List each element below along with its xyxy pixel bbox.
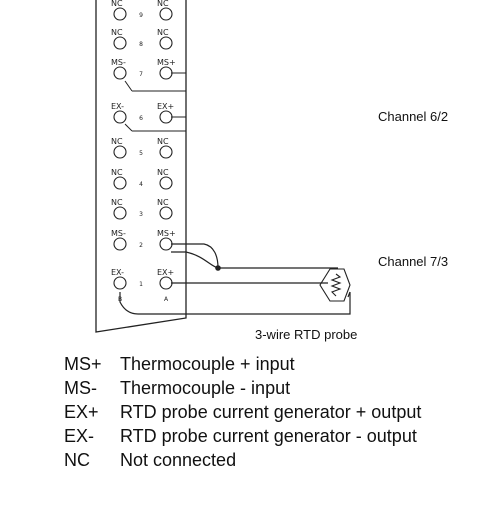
terminal-label: NC: [111, 137, 123, 146]
legend-code: MS-: [64, 377, 97, 398]
legend-description: RTD probe current generator - output: [120, 425, 417, 446]
terminal-left-2: [113, 36, 127, 50]
terminal-right-6: [159, 176, 173, 190]
wiring-diagram: NC9NC8MS-7EX-6NC5NC4NC3MS-2EX-1NCNCMS+EX…: [95, 0, 448, 342]
terminal-left-3: [113, 66, 127, 80]
terminal-label: MS+: [157, 229, 176, 238]
terminal-left-9: [113, 276, 127, 290]
channel-6-2-wiring: [124, 72, 186, 132]
pin-number: 9: [139, 12, 143, 19]
terminal-right-3: [159, 66, 173, 80]
terminal-label: NC: [157, 168, 169, 177]
connector-pins: NC9NC8MS-7EX-6NC5NC4NC3MS-2EX-1NCNCMS+EX…: [111, 0, 176, 303]
terminal-label: NC: [157, 28, 169, 37]
terminal-right-2: [159, 36, 173, 50]
terminal-label: MS-: [111, 229, 126, 238]
terminal-label: NC: [111, 168, 123, 177]
column-label-right: A: [164, 296, 169, 303]
terminal-right-4: [159, 110, 173, 124]
channel-7-3-label: Channel 7/3: [378, 254, 448, 269]
legend-row: MS+ Thermocouple + input: [64, 352, 484, 376]
terminal-right-1: [159, 7, 173, 21]
legend-row: MS- Thermocouple - input: [64, 376, 484, 400]
terminal-left-8: [113, 237, 127, 251]
legend-code: EX+: [64, 401, 99, 422]
terminal-label: EX+: [157, 268, 174, 277]
terminal-right-7: [159, 206, 173, 220]
terminal-right-9: [159, 276, 173, 290]
legend-description: Thermocouple + input: [120, 353, 295, 374]
legend: MS+ Thermocouple + input MS- Thermocoupl…: [64, 352, 484, 472]
connector-outline: [95, 0, 187, 333]
terminal-label: EX-: [111, 268, 124, 277]
pin-number: 4: [139, 181, 143, 188]
terminal-label: EX-: [111, 102, 124, 111]
legend-description: Thermocouple - input: [120, 377, 291, 398]
terminal-label: NC: [157, 0, 169, 8]
terminal-label: NC: [157, 198, 169, 207]
pin-number: 3: [139, 211, 143, 218]
rtd-probe-label: 3-wire RTD probe: [255, 327, 357, 342]
pin-number: 7: [139, 71, 143, 78]
pin-number: 5: [139, 150, 143, 157]
legend-row: NC Not connected: [64, 448, 484, 472]
terminal-left-7: [113, 206, 127, 220]
legend-description: RTD probe current generator + output: [120, 401, 422, 422]
terminal-right-5: [159, 145, 173, 159]
terminal-label: NC: [157, 137, 169, 146]
terminal-left-4: [113, 110, 127, 124]
terminal-label: MS-: [111, 58, 126, 67]
terminal-right-8: [159, 237, 173, 251]
terminal-label: NC: [111, 198, 123, 207]
channel-7-3-wiring: [119, 243, 351, 315]
pin-number: 8: [139, 41, 143, 48]
legend-code: NC: [64, 449, 90, 470]
legend-code: MS+: [64, 353, 102, 374]
legend-row: EX- RTD probe current generator - output: [64, 424, 484, 448]
channel-6-2-label: Channel 6/2: [378, 109, 448, 124]
pin-number: 2: [139, 242, 143, 249]
terminal-label: NC: [111, 0, 123, 8]
terminal-left-1: [113, 7, 127, 21]
pin-number: 1: [139, 281, 143, 288]
rtd-probe-symbol: [319, 268, 351, 302]
legend-row: EX+ RTD probe current generator + output: [64, 400, 484, 424]
terminal-label: EX+: [157, 102, 174, 111]
terminal-left-6: [113, 176, 127, 190]
pin-number: 6: [139, 115, 143, 122]
legend-code: EX-: [64, 425, 95, 446]
terminal-label: MS+: [157, 58, 176, 67]
legend-description: Not connected: [120, 449, 237, 470]
terminal-left-5: [113, 145, 127, 159]
terminal-label: NC: [111, 28, 123, 37]
